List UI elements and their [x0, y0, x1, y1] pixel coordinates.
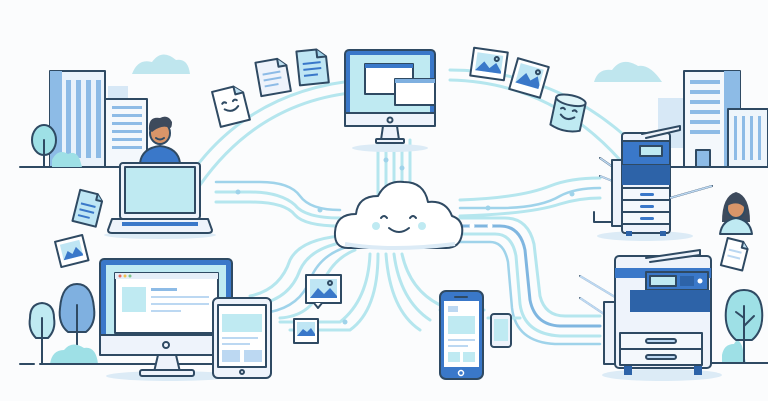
photo-icon-left	[54, 234, 90, 269]
photo-icon-small	[293, 318, 319, 344]
document-smile-icon	[211, 85, 251, 128]
laptop	[104, 162, 216, 239]
document-icon	[254, 57, 292, 98]
document-icon-left	[71, 188, 104, 228]
database-smile-icon	[549, 93, 587, 133]
cloud-hub	[333, 180, 464, 250]
photo-icon	[469, 46, 509, 82]
photo-message-icon	[305, 274, 342, 309]
tree-left-top	[31, 124, 82, 168]
smartphone-large	[439, 290, 484, 380]
smartphone-small	[490, 313, 512, 348]
trees-left	[19, 283, 221, 365]
photo-icon-2	[508, 57, 550, 99]
woman-avatar	[719, 192, 753, 235]
document-icon-right	[719, 236, 749, 272]
tree-right	[711, 289, 768, 364]
man-avatar	[139, 116, 181, 164]
printer-upper	[593, 125, 713, 241]
sky-cloud-left	[132, 54, 190, 74]
document-filled-icon	[295, 48, 330, 87]
printer-lower	[579, 249, 722, 381]
desktop-monitor	[99, 258, 234, 381]
sky-cloud-right	[594, 61, 662, 82]
buildings-left	[19, 70, 151, 168]
top-monitor	[344, 49, 436, 152]
tablet	[212, 297, 272, 379]
